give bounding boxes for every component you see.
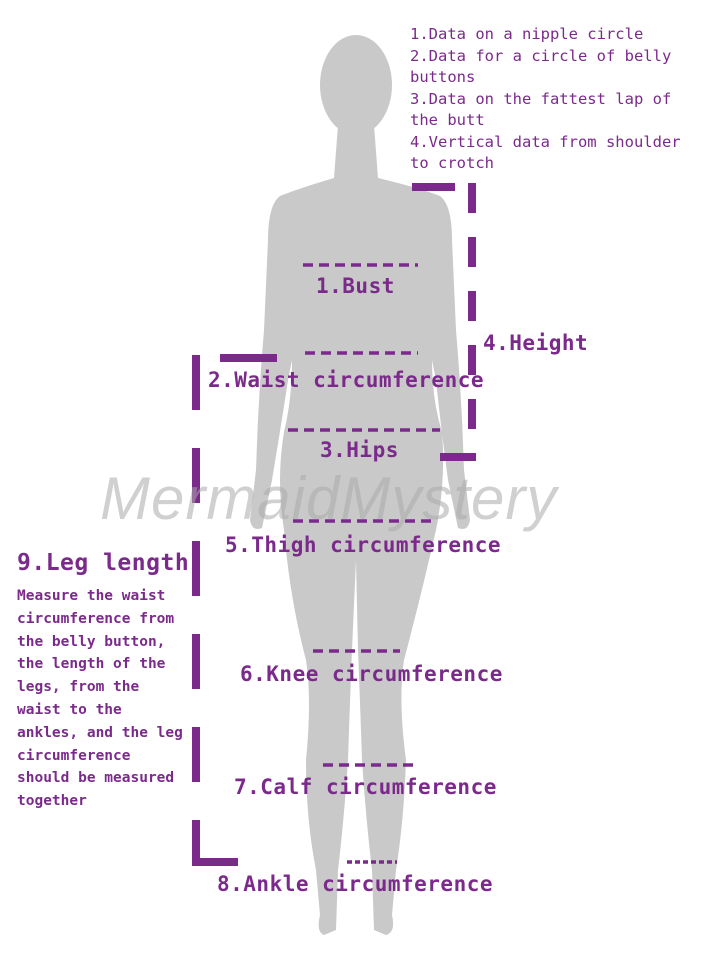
body-silhouette (250, 35, 470, 935)
knee-label: 6.Knee circumference (240, 662, 503, 686)
thigh-label: 5.Thigh circumference (225, 533, 502, 557)
watermark: MermaidMystery (100, 465, 558, 532)
leg-length-bracket (192, 354, 277, 866)
waist-label: 2.Waist circumference (208, 368, 485, 392)
measure-lines (288, 263, 440, 864)
height-bracket (412, 183, 476, 461)
note-item: 2.Data for a circle of belly buttons (410, 46, 672, 87)
leg-length-label: 9.Leg length (17, 550, 190, 576)
hips-label: 3.Hips (320, 438, 399, 462)
ankle-label: 8.Ankle circumference (217, 872, 494, 896)
calf-label: 7.Calf circumference (234, 775, 497, 799)
measurement-notes: 1.Data on a nipple circle 2.Data for a c… (410, 24, 720, 175)
leg-length-description: Measure the waist circumference from the… (17, 588, 183, 810)
note-item: 3.Data on the fattest lap of the butt (410, 89, 672, 130)
bust-label: 1.Bust (316, 274, 395, 298)
note-item: 4.Vertical data from shoulder to crotch (410, 132, 681, 173)
note-item: 1.Data on a nipple circle (410, 25, 644, 43)
height-label: 4.Height (483, 331, 589, 355)
